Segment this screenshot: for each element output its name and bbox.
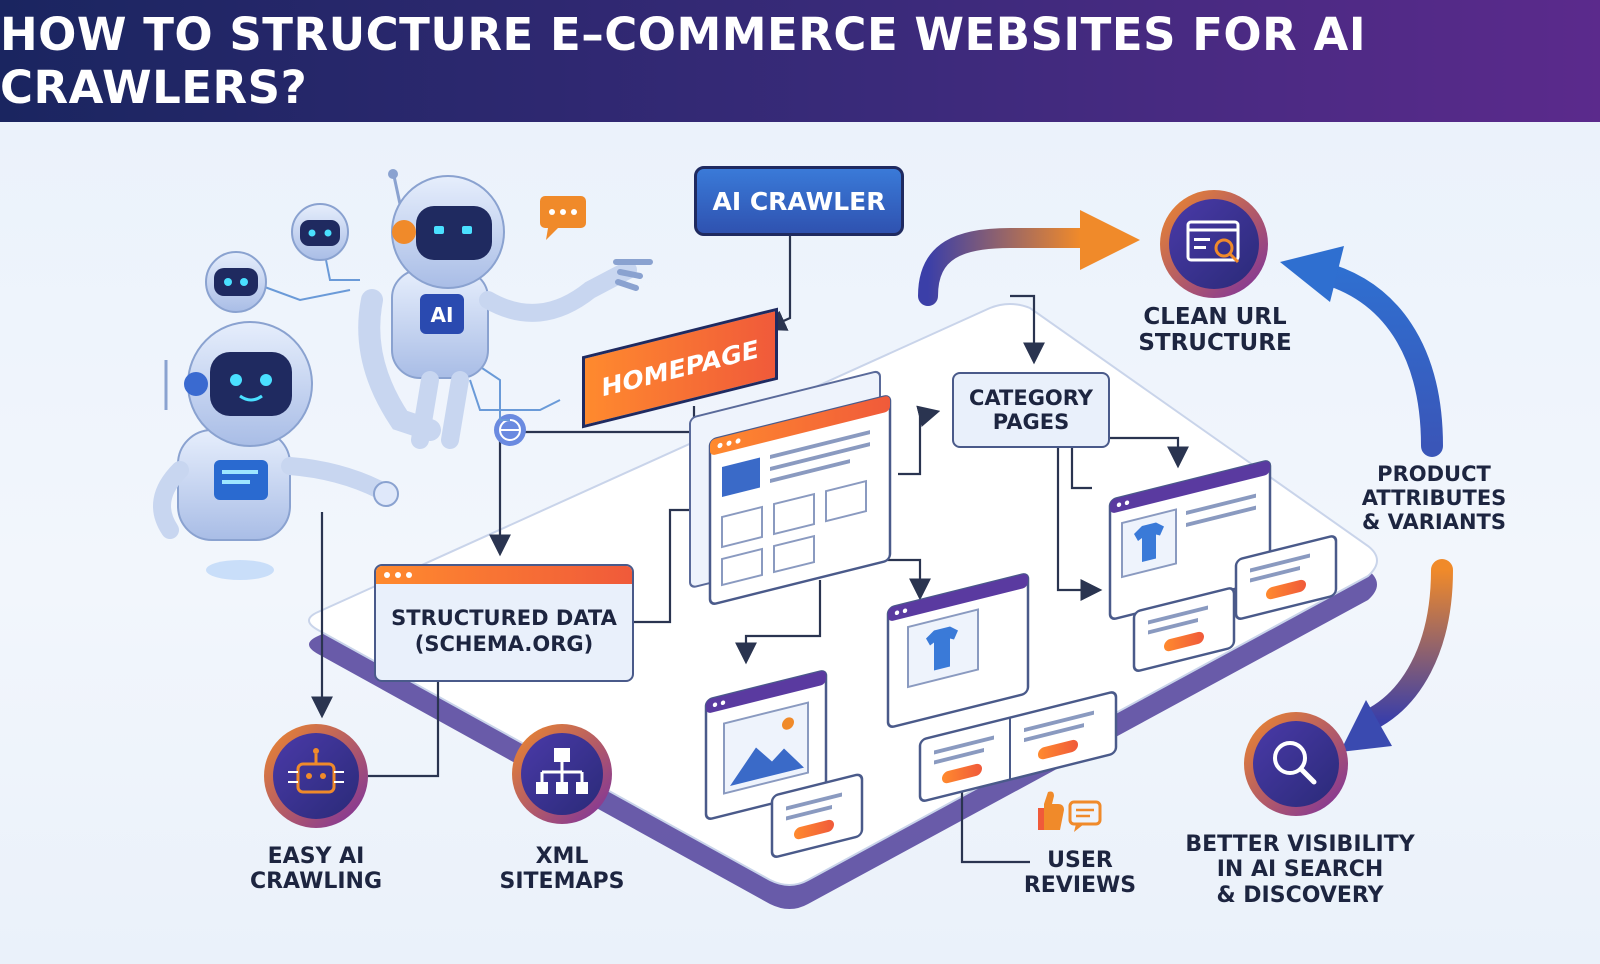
xml-sitemaps-label: XML SITEMAPS <box>492 844 632 895</box>
main-page-window <box>689 370 892 605</box>
image-page-window-left <box>704 670 864 858</box>
xml-sitemaps-badge <box>512 724 612 824</box>
user-reviews-line-1: USER <box>1047 848 1113 873</box>
clean-url-line-2: STRUCTURE <box>1138 330 1292 357</box>
flow-arrows <box>918 210 1453 752</box>
user-reviews-label: USER REVIEWS <box>1010 848 1150 899</box>
line-structured-to-crawling <box>368 680 440 778</box>
page-title: HOW TO STRUCTURE E–COMMERCE WEBSITES FOR… <box>0 8 1367 114</box>
user-reviews-line-2: REVIEWS <box>1023 873 1137 899</box>
window-dot <box>406 572 412 578</box>
structured-data-line-2: (SCHEMA.ORG) <box>414 632 594 656</box>
product-attributes-line-3: & VARIANTS <box>1362 510 1506 535</box>
line-platform-to-category <box>1010 294 1045 365</box>
ai-crawler-node: AI CRAWLER <box>694 166 904 236</box>
robot-chest-label: AI <box>431 303 454 327</box>
product-attributes-label: PRODUCT ATTRIBUTES & VARIANTS <box>1346 462 1522 534</box>
chat-bubble-icon <box>540 196 586 240</box>
arrow-to-clean-url <box>918 228 1090 306</box>
product-page-window-center <box>886 573 1118 802</box>
sitemap-icon <box>536 748 588 794</box>
clean-url-badge <box>1160 190 1268 298</box>
better-visibility-line-3: & DISCOVERY <box>1216 882 1384 908</box>
category-pages-line-2: PAGES <box>992 410 1070 434</box>
robot-large-front <box>153 321 399 580</box>
globe-network-icon <box>494 414 526 446</box>
line-page-to-category <box>898 405 941 476</box>
arrow-head-attributes-to-visibility <box>1340 700 1392 752</box>
product-attributes-line-2: ATTRIBUTES <box>1361 486 1507 511</box>
thumbs-up-chat-icon <box>1038 791 1102 832</box>
structured-data-text: STRUCTURED DATA (SCHEMA.ORG) <box>376 584 632 678</box>
clean-url-label: CLEAN URL STRUCTURE <box>1124 304 1306 357</box>
easy-crawling-badge <box>264 724 368 828</box>
xml-sitemaps-line-2: SITEMAPS <box>499 869 625 895</box>
product-attributes-line-1: PRODUCT <box>1377 462 1491 486</box>
line-page-to-product4 <box>735 580 822 665</box>
better-visibility-line-1: BETTER VISIBILITY <box>1185 832 1415 857</box>
better-visibility-label: BETTER VISIBILITY IN AI SEARCH & DISCOVE… <box>1180 832 1420 908</box>
small-robot-1 <box>205 251 267 313</box>
line-page-to-structured <box>634 508 690 624</box>
line-category-to-product1 <box>1098 436 1189 469</box>
arrow-head-attributes-to-url <box>1280 246 1344 302</box>
robot-network-lines <box>261 249 561 421</box>
robot-chip-icon <box>288 748 344 794</box>
arrow-head-clean-url <box>1080 210 1140 270</box>
small-robot-2 <box>291 203 349 261</box>
visibility-badge <box>1244 712 1348 816</box>
arrow-attributes-to-url <box>1309 261 1443 457</box>
ai-crawler-label: AI CRAWLER <box>712 186 886 216</box>
arrow-attributes-to-visibility <box>1359 559 1453 731</box>
line-category-to-product2 <box>1056 446 1103 601</box>
structured-data-titlebar <box>376 566 632 584</box>
xml-sitemaps-line-1: XML <box>535 844 589 869</box>
category-pages-node: CATEGORY PAGES <box>952 372 1110 448</box>
line-category-branch <box>1070 446 1092 490</box>
robot-large-back: AI <box>358 169 653 449</box>
product-page-window-right <box>1108 460 1338 672</box>
easy-crawling-label: EASY AI CRAWLING <box>236 844 396 895</box>
window-dot <box>395 572 401 578</box>
easy-crawling-line-1: EASY AI <box>267 844 365 869</box>
structured-data-node: STRUCTURED DATA (SCHEMA.ORG) <box>374 564 634 682</box>
magnifier-icon <box>1273 741 1317 785</box>
title-banner: HOW TO STRUCTURE E–COMMERCE WEBSITES FOR… <box>0 0 1600 122</box>
better-visibility-line-2: IN AI SEARCH <box>1216 857 1384 883</box>
structured-data-line-1: STRUCTURED DATA <box>391 605 617 630</box>
browser-search-icon <box>1186 220 1240 264</box>
line-to-reviews <box>960 764 1030 864</box>
easy-crawling-line-2: CRAWLING <box>249 869 383 895</box>
category-pages-line-1: CATEGORY <box>968 385 1094 410</box>
window-dot <box>384 572 390 578</box>
clean-url-line-1: CLEAN URL <box>1143 304 1287 330</box>
